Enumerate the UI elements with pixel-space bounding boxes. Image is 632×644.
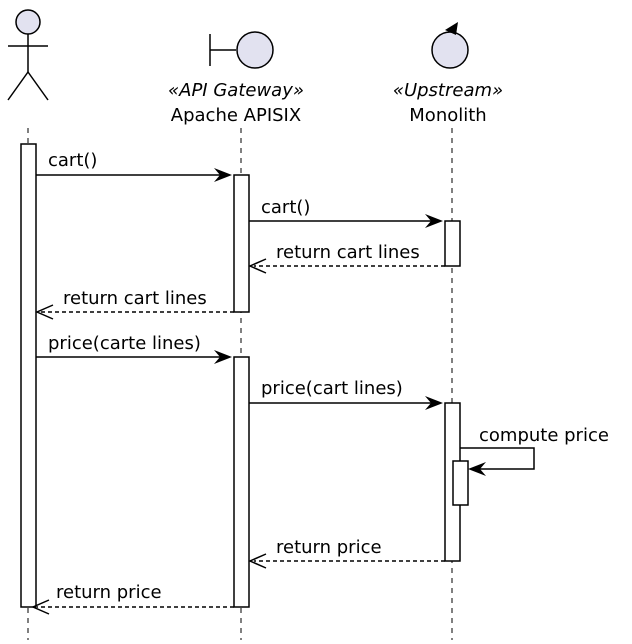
- message-cart-2: cart(): [249, 197, 443, 228]
- message-price-2: price(cart lines): [249, 378, 443, 410]
- actor-head-icon: [15, 9, 41, 35]
- message-label: return cart lines: [63, 288, 207, 309]
- message-return-cart-lines-1: return cart lines: [248, 242, 445, 274]
- message-return-cart-lines-2: return cart lines: [35, 288, 234, 320]
- message-label: return price: [276, 537, 382, 558]
- participant-actor: [7, 9, 49, 101]
- message-compute-price: compute price: [460, 425, 609, 476]
- activation-monolith-1: [444, 220, 461, 267]
- message-cart-1: cart(): [36, 150, 232, 182]
- message-label: cart(): [261, 197, 310, 218]
- control-icon: [431, 22, 469, 69]
- message-return-price-1: return price: [248, 537, 445, 569]
- message-label: price(cart lines): [261, 378, 403, 399]
- message-label: cart(): [48, 150, 97, 171]
- message-label: price(carte lines): [48, 333, 201, 354]
- participant-gateway: «API Gateway» Apache APISIX: [168, 31, 304, 126]
- gateway-name: Apache APISIX: [171, 105, 301, 126]
- activation-gateway-1: [233, 174, 250, 313]
- participant-monolith: «Upstream» Monolith: [393, 22, 503, 126]
- message-label: return cart lines: [276, 242, 420, 263]
- message-label: compute price: [479, 425, 609, 446]
- message-label: return price: [56, 582, 162, 603]
- activation-gateway-2: [233, 356, 250, 608]
- boundary-icon: [209, 31, 274, 69]
- message-return-price-2: return price: [31, 582, 234, 615]
- monolith-name: Monolith: [409, 105, 486, 126]
- activation-monolith-self: [452, 460, 469, 506]
- gateway-stereotype: «API Gateway»: [168, 80, 304, 101]
- activation-actor: [20, 143, 37, 608]
- message-price-1: price(carte lines): [36, 333, 232, 364]
- monolith-stereotype: «Upstream»: [393, 80, 503, 101]
